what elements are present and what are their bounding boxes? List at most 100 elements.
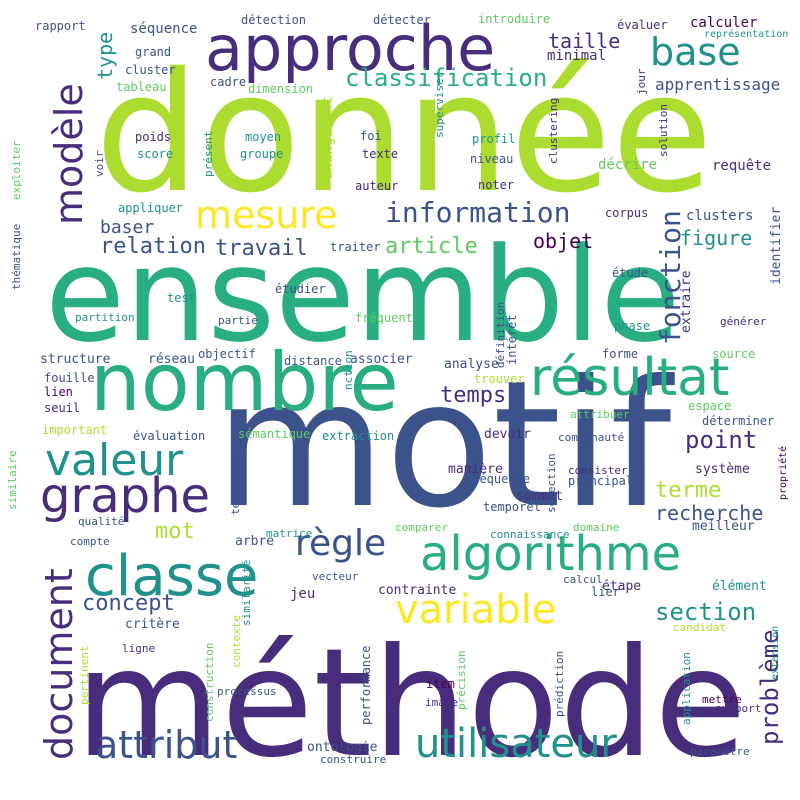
word-56: élément [712, 579, 767, 594]
word-141: item [426, 677, 455, 691]
word-136: contexte [230, 615, 243, 668]
word-63: changement [320, 96, 336, 180]
word-46: structure [40, 352, 111, 367]
word-26: section [655, 598, 756, 626]
word-30: relation [100, 234, 206, 259]
word-147: paramètre [690, 745, 750, 758]
word-101: partition [75, 311, 135, 324]
word-67: principal [568, 474, 633, 488]
word-122: similaire [6, 450, 19, 510]
word-12: base [650, 30, 741, 74]
word-8: algorithme [420, 526, 681, 582]
word-55: étape [602, 579, 641, 594]
word-143: précision [455, 650, 468, 710]
word-95: exploiter [10, 140, 23, 200]
word-16: modèle [47, 83, 91, 225]
word-84: profil [472, 132, 515, 146]
word-5: nombre [90, 336, 399, 429]
word-129: connaissance [490, 528, 569, 541]
word-29: concept [82, 591, 175, 616]
word-9: classe [85, 544, 258, 609]
word-77: cluster [125, 63, 176, 77]
word-86: groupe [240, 147, 283, 161]
word-142: image [425, 696, 458, 709]
word-23: fonction [654, 210, 687, 345]
word-76: grand [135, 45, 171, 59]
word-114: trouver [474, 372, 525, 386]
word-111: fouille [44, 371, 95, 385]
word-13: variable [395, 587, 556, 633]
word-71: détection [241, 13, 306, 27]
word-34: objet [533, 229, 593, 253]
word-119: sémantique [238, 427, 310, 441]
word-69: arbre [235, 534, 274, 549]
word-19: règle [295, 523, 386, 564]
word-152: solution [657, 104, 670, 157]
word-17: mesure [195, 193, 337, 237]
word-48: associer [350, 352, 413, 367]
word-4: méthode [75, 617, 747, 791]
word-139: processus [217, 685, 277, 698]
word-1: donnée [95, 37, 713, 229]
word-83: foi [360, 129, 382, 143]
word-41: requête [712, 158, 771, 174]
word-2: ensemble [45, 219, 680, 371]
word-61: meilleur [692, 519, 755, 534]
word-3: motif [215, 344, 675, 547]
word-155: superviser [433, 71, 446, 138]
word-25: terme [655, 478, 721, 503]
word-11: valeur [45, 435, 184, 486]
word-134: similarité [240, 560, 253, 626]
word-112: lien [44, 385, 73, 399]
word-94: corpus [605, 206, 648, 220]
word-66: fréquence [465, 472, 530, 486]
word-113: seuil [44, 401, 80, 415]
word-144: application [680, 652, 693, 725]
word-117: important [42, 423, 107, 437]
word-36: baser [100, 217, 154, 238]
word-27: recherche [655, 501, 763, 525]
word-62: performance [359, 646, 373, 725]
word-50: devoir [484, 427, 531, 442]
word-18: document [37, 568, 81, 760]
word-31: travail [215, 236, 308, 261]
word-59: critère [125, 617, 180, 632]
word-57: ontologie [307, 740, 378, 755]
word-125: consister [568, 464, 628, 477]
word-70: rapport [35, 19, 86, 33]
word-64: extraire [679, 270, 694, 333]
word-123: qualité [78, 515, 124, 528]
word-137: candidat [673, 621, 726, 634]
word-7: résultat [530, 348, 729, 408]
word-60: sommet [516, 489, 563, 504]
word-130: compte [70, 535, 110, 548]
word-74: évaluer [617, 18, 668, 32]
word-68: temporel [483, 500, 541, 514]
word-118: évaluation [133, 429, 205, 443]
word-75: représentation [704, 28, 788, 40]
word-108: intérêt [505, 314, 519, 365]
word-14: utilisateur [415, 721, 617, 767]
word-87: texte [362, 147, 398, 161]
word-32: article [385, 234, 478, 259]
word-45: séquence [130, 21, 197, 37]
word-151: jour [635, 68, 648, 95]
word-73: introduire [478, 12, 550, 26]
word-135: ligne [122, 642, 155, 655]
word-53: extraction [322, 429, 394, 443]
word-96: thématique [10, 224, 23, 290]
word-21: information [385, 196, 570, 229]
word-116: déterminer [702, 414, 774, 428]
word-49: analyse [444, 357, 499, 372]
word-102: partie [218, 314, 258, 327]
word-156: clustering [547, 98, 560, 164]
word-54: contrainte [378, 583, 456, 598]
word-81: poids [135, 130, 171, 144]
word-97: traiter [330, 240, 381, 254]
word-148: construire [320, 753, 386, 766]
word-90: présent [202, 131, 215, 177]
word-92: noter [478, 178, 514, 192]
word-43: décrire [598, 157, 657, 173]
